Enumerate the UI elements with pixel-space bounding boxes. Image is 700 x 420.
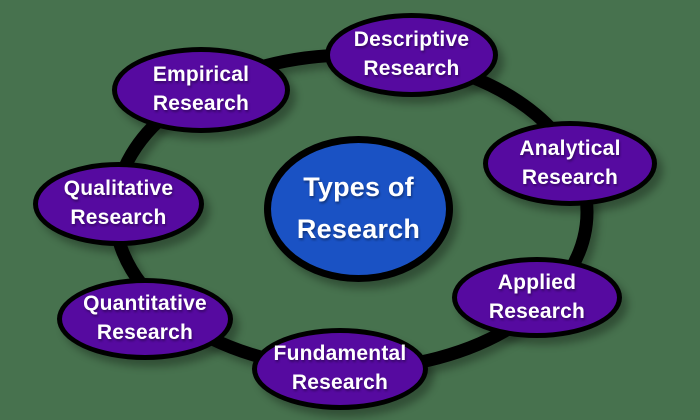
center-title-line2: Research	[296, 214, 421, 244]
node-label-line1: Qualitative	[63, 177, 174, 201]
node-label-line1: Descriptive	[353, 28, 470, 52]
node-types-of-research-center: Types of Research	[264, 136, 453, 282]
node-applied-research: Applied Research	[452, 257, 622, 338]
node-descriptive-research: Descriptive Research	[325, 13, 498, 97]
node-label-line2: Research	[521, 165, 619, 189]
node-label-line2: Research	[96, 321, 194, 344]
node-label-line2: Research	[488, 299, 586, 323]
node-qualitative-research: Qualitative Research	[33, 162, 204, 246]
node-label-line1: Fundamental	[273, 342, 407, 366]
node-label-line1: Applied	[497, 270, 577, 294]
node-label-line2: Research	[70, 206, 167, 229]
node-label-line1: Empirical	[152, 63, 250, 87]
node-label-line1: Analytical	[519, 136, 621, 160]
node-label-line2: Research	[363, 57, 460, 80]
node-label-line1: Quantitative	[83, 292, 207, 316]
node-label-line2: Research	[291, 371, 389, 394]
center-title-line1: Types of	[303, 172, 414, 203]
node-analytical-research: Analytical Research	[483, 121, 657, 206]
node-fundamental-research: Fundamental Research	[252, 328, 428, 410]
node-label-line2: Research	[152, 92, 250, 115]
node-quantitative-research: Quantitative Research	[57, 278, 233, 360]
node-empirical-research: Empirical Research	[112, 47, 290, 133]
